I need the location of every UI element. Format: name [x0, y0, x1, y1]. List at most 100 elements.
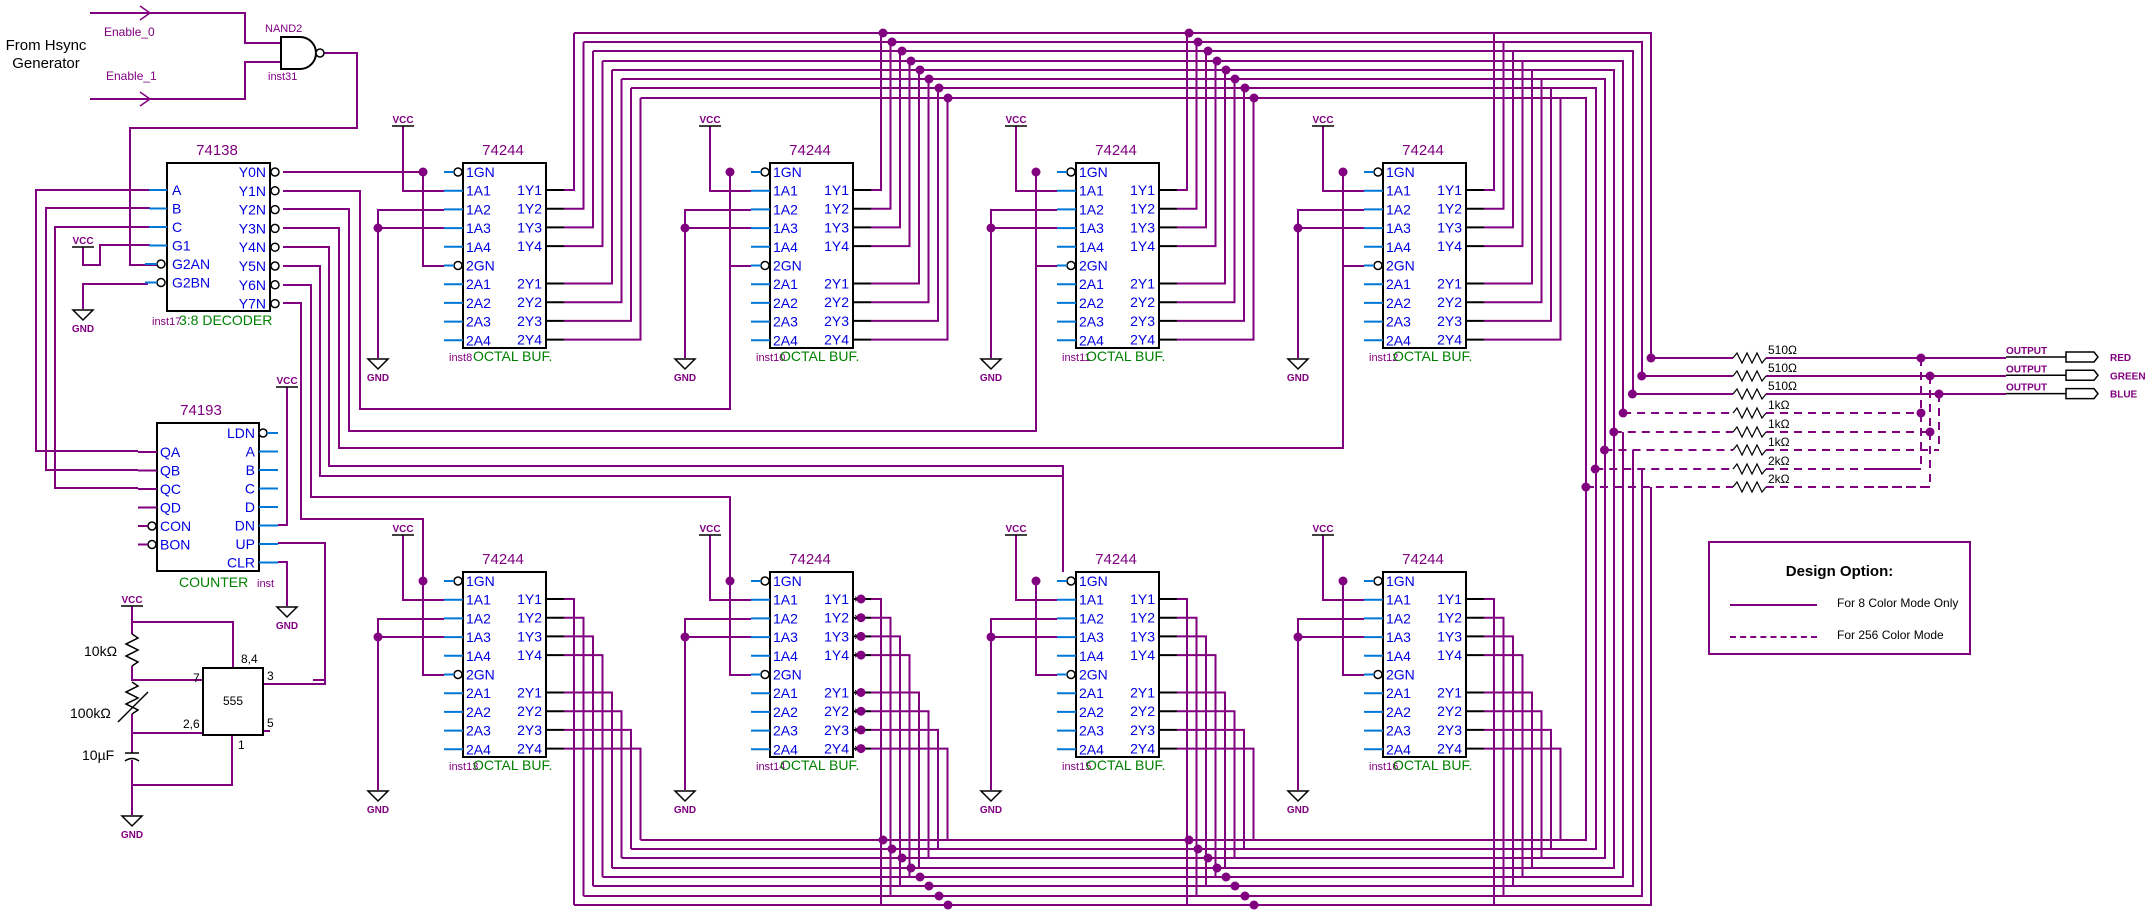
junction-dot [1249, 93, 1259, 103]
inverter-bubble [270, 204, 280, 215]
buffer-pin-2a4: 2A4 [466, 741, 491, 757]
input-label-enable0: Enable_0 [104, 25, 155, 39]
buffer-pin-2a4: 2A4 [1079, 741, 1104, 757]
buffer-pin-2y1: 2Y1 [517, 685, 542, 701]
inverter-bubble [1373, 167, 1383, 177]
junction-dot [1221, 872, 1231, 882]
junction-dot [906, 863, 916, 873]
buffer-pin-2y3: 2Y3 [824, 722, 849, 738]
resistor-icon [1732, 387, 1767, 401]
vcc-symbol: VCC [1005, 115, 1026, 126]
wire [564, 728, 632, 849]
buffer-pin-1a2: 1A2 [773, 610, 798, 626]
counter-pin-b: B [246, 462, 255, 478]
buffer-pin-2y1: 2Y1 [1437, 685, 1462, 701]
hsync-note-line2: Generator [12, 55, 80, 72]
wire [1484, 98, 1562, 341]
gnd-icon [366, 358, 390, 371]
resistor-value-label: 1kΩ [1768, 417, 1790, 431]
output-port-type: OUTPUT [2006, 383, 2047, 394]
decoder-pin-a: A [172, 182, 182, 198]
junction-dot [915, 872, 925, 882]
buffer-pin-1a2: 1A2 [773, 201, 798, 217]
timer-pin-84: 8,4 [241, 652, 258, 666]
buffer-description: OCTAL BUF. [1086, 348, 1165, 364]
junction-dot [418, 167, 428, 177]
output-port-icon [2065, 351, 2099, 363]
junction-dot [1249, 900, 1259, 910]
wire [564, 654, 604, 877]
inverter-bubble [270, 280, 280, 290]
inverter-bubble [270, 167, 280, 177]
wire [1322, 126, 1364, 192]
legend-item-label: For 256 Color Mode [1837, 628, 1944, 642]
junction-dot [1184, 28, 1194, 38]
octal-buffer-74244 [1382, 571, 1467, 758]
wire [402, 535, 444, 601]
buffer-pin-2a2: 2A2 [466, 295, 491, 311]
wire [283, 172, 1037, 432]
design-option-legend: Design Option: For 8 Color Mode Only For… [1708, 541, 1971, 655]
junction-dot [373, 632, 383, 642]
buffer-pin-1y1: 1Y1 [1437, 182, 1462, 198]
junction-dot [887, 37, 897, 47]
wire [593, 450, 1634, 887]
output-port-type: OUTPUT [2006, 346, 2047, 357]
timer-pin-26: 2,6 [183, 717, 200, 731]
wire [871, 33, 882, 191]
wire [871, 654, 911, 877]
wire [871, 710, 930, 858]
wire [1177, 616, 1198, 896]
counter-pin-a: A [246, 444, 256, 460]
buffer-pin-2gn: 2GN [1386, 667, 1415, 683]
junction-dot [1637, 371, 1647, 381]
buffer-pin-1a3: 1A3 [773, 220, 798, 236]
legend-title: Design Option: [1785, 563, 1894, 580]
junction-dot [943, 900, 953, 910]
gnd-label: GND [72, 324, 94, 335]
inverter-bubble [760, 669, 770, 680]
buffer-instance-label: inst16 [1369, 761, 1398, 773]
buffer-pin-1gn: 1GN [1079, 164, 1108, 180]
output-port-name-blue: BLUE [2110, 390, 2138, 401]
vcc-symbol: VCC [392, 115, 413, 126]
junction-dot [1293, 632, 1303, 642]
inverter-bubble [147, 521, 157, 531]
counter-pin-dn: DN [235, 518, 255, 534]
buffer-pin-2gn: 2GN [466, 258, 495, 274]
buffer-pin-2y4: 2Y4 [1130, 332, 1155, 348]
wire [709, 126, 751, 192]
buffer-pin-2y3: 2Y3 [1437, 722, 1462, 738]
junction-dot [1230, 881, 1240, 891]
buffer-pin-2a3: 2A3 [773, 314, 798, 330]
wire [1177, 98, 1255, 341]
octal-buffer-74244 [1075, 162, 1160, 349]
wire [1177, 51, 1207, 229]
junction-dot [986, 223, 996, 233]
junction-dot [856, 613, 866, 623]
buffer-description: OCTAL BUF. [1086, 757, 1165, 773]
wire [729, 581, 751, 676]
octal-buffer-74244 [1382, 162, 1467, 349]
buffer-instance-label: inst8 [449, 352, 472, 364]
buffer-pin-2y2: 2Y2 [1130, 294, 1155, 310]
vcc-symbol: VCC [392, 524, 413, 535]
wire [1177, 33, 1188, 191]
buffer-instance-label: inst11 [1062, 352, 1091, 364]
buffer-pin-2a4: 2A4 [1079, 332, 1104, 348]
vcc-symbol: VCC [276, 376, 297, 387]
wire [564, 616, 585, 896]
potentiometer-arrow [117, 691, 149, 723]
buffer-pin-2a2: 2A2 [1386, 295, 1411, 311]
wire [422, 581, 444, 676]
buffer-pin-2a4: 2A4 [1386, 741, 1411, 757]
junction-dot [1646, 353, 1656, 363]
buffer-pin-1a4: 1A4 [773, 239, 798, 255]
buffer-pin-2a3: 2A3 [773, 723, 798, 739]
buffer-pin-1y1: 1Y1 [517, 591, 542, 607]
buffer-pin-1y3: 1Y3 [517, 628, 542, 644]
wire [1484, 635, 1514, 886]
counter-pin-qa: QA [160, 444, 181, 460]
buffer-pin-1y3: 1Y3 [824, 628, 849, 644]
counter-pin-ldn: LDN [227, 425, 255, 441]
